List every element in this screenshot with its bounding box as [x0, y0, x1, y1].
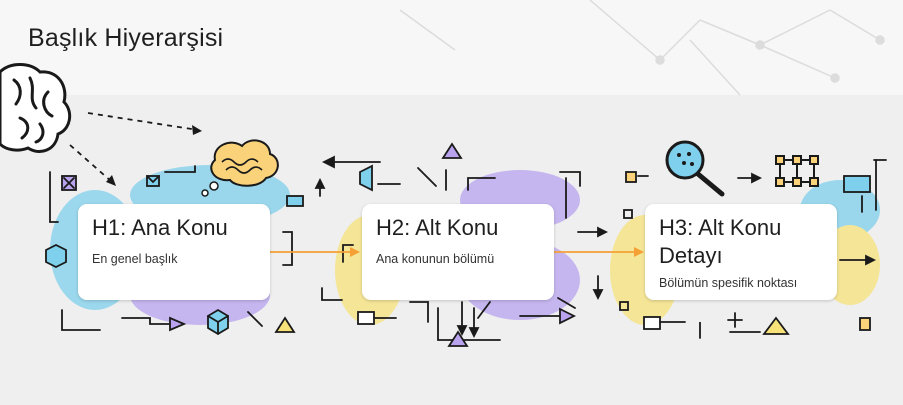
magnifier-icon — [665, 140, 725, 197]
h3-card-description: Bölümün spesifik noktası — [659, 276, 798, 290]
network-lines — [399, 0, 885, 96]
h1-card: H1: Ana Konu En genel başlık — [78, 204, 270, 300]
h2-card: H2: Alt Konu Ana konunun bölümü — [362, 204, 554, 300]
grid-icon — [775, 155, 819, 187]
connector-arrows — [270, 247, 644, 257]
dashed-arrows — [69, 112, 199, 183]
h2-card-heading: H2: Alt Konu — [376, 215, 499, 240]
doodles — [45, 142, 887, 347]
h3-card-heading: H3: Alt Konu Detayı — [659, 215, 782, 268]
dashed-arrowheads — [106, 125, 202, 186]
brain-icon — [0, 63, 72, 153]
h1-card-description: En genel başlık — [92, 252, 178, 266]
h2-card-description: Ana konunun bölümü — [376, 252, 495, 266]
h3-card: H3: Alt Konu Detayı Bölümün spesifik nok… — [645, 204, 837, 300]
h1-card-heading: H1: Ana Konu — [92, 215, 228, 240]
slide-title: Başlık Hiyerarşisi — [28, 24, 224, 52]
thought-cloud-icon — [201, 139, 279, 197]
